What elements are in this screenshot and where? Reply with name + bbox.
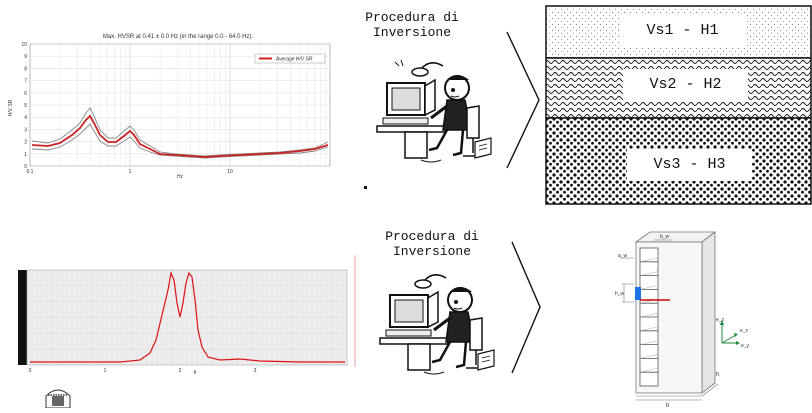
hvsr-y-tick-label: 0: [24, 164, 27, 170]
university-seal-logo: [44, 388, 72, 409]
hvsr-lower-std-line: [31, 123, 329, 159]
wall-top-face: [634, 231, 717, 243]
arrow-bottom: [510, 240, 542, 375]
soil-layers-svg: [545, 5, 812, 205]
dim-label-hw: h_w: [615, 291, 625, 297]
cartoon-computer-user-bottom: [378, 270, 498, 378]
hvsr-y-tick-label: 9: [24, 54, 27, 60]
hvsr-y-tick-label: 6: [24, 91, 27, 97]
spectrum-left-bar: [18, 270, 27, 365]
hvsr-grid: [29, 43, 330, 167]
floor-diagonal: [639, 285, 659, 290]
axis-label-ez: e_z: [716, 317, 725, 323]
wall-side-face: [701, 231, 716, 394]
spectrum-chart: 0 1 2 3 fr: [0, 255, 358, 376]
hvsr-y-tick-label: 7: [24, 79, 27, 85]
spectrum-x-tick-label: 1: [104, 368, 107, 374]
hvsr-x-tick-label: 10: [227, 169, 233, 175]
hvsr-chart-svg: Max. HVSR at 0.41 ± 0.0 Hz (in the range…: [8, 34, 331, 180]
spectrum-x-tick-label: 2: [179, 368, 182, 374]
hvsr-legend: Average H/V SR: [254, 53, 326, 64]
floor-diagonal: [639, 271, 659, 276]
dim-label-aw: a_w: [618, 253, 628, 259]
hvsr-y-tick-label: 4: [24, 115, 27, 121]
spectrum-x-label: fr: [193, 370, 196, 375]
layer-2-label: Vs2 - H2: [623, 69, 748, 101]
spectrum-x-tick-label: 0: [29, 368, 32, 374]
procedure-label-bottom: Procedura di Inversione: [385, 229, 479, 259]
cartoon-computer-user-top: [375, 58, 495, 166]
hvsr-average-line: [31, 114, 329, 158]
hvsr-chart: Max. HVSR at 0.41 ± 0.0 Hz (in the range…: [0, 28, 345, 183]
floor-lines: [639, 257, 659, 373]
building-svg: a_w h_w b_w b h e_z e_x e_y: [615, 231, 750, 409]
axis-label-ey: e_y: [741, 343, 750, 349]
layer-1-label: Vs1 - H1: [620, 15, 745, 47]
hvsr-upper-std-line: [31, 107, 329, 157]
spectrum-grid: [26, 270, 348, 365]
hvsr-y-tick-label: 2: [24, 140, 27, 146]
hvsr-y-tick-label: 8: [24, 66, 27, 72]
hvsr-y-tick-label: 1: [24, 152, 27, 158]
floor-diagonal: [639, 257, 659, 262]
arrow-top: [505, 30, 541, 170]
small-bullet-mark: [364, 186, 367, 189]
spectrum-x-ticks: 0 1 2 3: [29, 368, 257, 374]
dim-label-h: h: [716, 372, 719, 378]
axis-label-ex: e_x: [740, 328, 749, 334]
hvsr-y-tick-label: 10: [21, 42, 27, 48]
spectrum-x-tick-label: 3: [254, 368, 257, 374]
layer-3-label: Vs3 - H3: [627, 149, 752, 181]
hvsr-x-tick-label: 1: [129, 169, 132, 175]
hvsr-x-tick-label: 0.1: [27, 169, 34, 175]
coordinate-axes: e_z e_x e_y: [716, 317, 750, 349]
spectrum-chart-svg: 0 1 2 3 fr: [18, 255, 356, 376]
highlighted-element: [635, 287, 641, 300]
floor-diagonal: [639, 326, 659, 331]
soil-layers-diagram: Vs1 - H1 Vs2 - H2 Vs3 - H3: [545, 5, 812, 205]
floor-diagonal: [639, 312, 659, 318]
hvsr-chart-title: Max. HVSR at 0.41 ± 0.0 Hz (in the range…: [103, 34, 254, 40]
floor-diagonal: [639, 368, 659, 373]
spectrum-line: [30, 270, 345, 363]
hvsr-y-tick-label: 3: [24, 127, 27, 133]
floor-diagonal: [639, 340, 659, 345]
dim-label-bw: b_w: [660, 234, 670, 240]
procedure-label-top: Procedura di Inversione: [365, 10, 459, 40]
hvsr-y-label: H/V SR: [8, 99, 14, 116]
hvsr-y-tick-label: 5: [24, 103, 27, 109]
hvsr-x-ticks: 0.1 1 10: [27, 169, 233, 175]
dim-label-b: b: [666, 403, 670, 408]
floor-diagonal: [639, 354, 659, 359]
hvsr-legend-label: Average H/V SR: [276, 57, 313, 63]
building-diagram: a_w h_w b_w b h e_z e_x e_y: [610, 228, 790, 409]
hvsr-x-label: Hz: [177, 174, 184, 180]
hvsr-y-ticks: 0 1 2 3 4 5 6 7 8 9 10: [21, 42, 27, 170]
